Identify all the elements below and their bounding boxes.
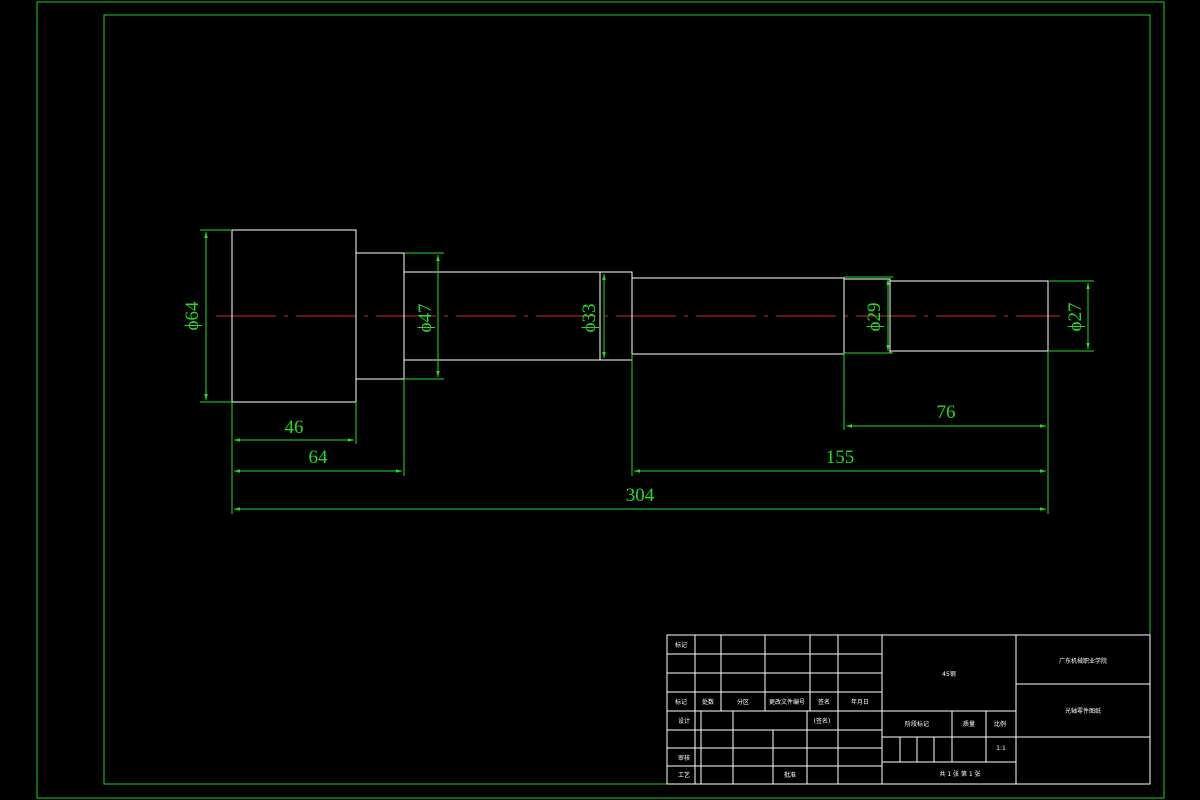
tb-mark-label: 标记 bbox=[675, 698, 687, 706]
dim-text-d33: ϕ33 bbox=[579, 303, 600, 332]
inner-frame bbox=[103, 14, 1151, 785]
dim-text-64: 64 bbox=[309, 447, 329, 468]
tb-zone-label: 分区 bbox=[737, 698, 749, 706]
title-block bbox=[666, 634, 1151, 785]
tb-approve-label: 批准 bbox=[784, 771, 796, 779]
dim-text-d47: ϕ47 bbox=[415, 303, 436, 332]
tb-remark-top: 标记 bbox=[675, 641, 687, 649]
tb-count-label: 处数 bbox=[702, 698, 714, 706]
tb-review-label: 审核 bbox=[678, 754, 690, 762]
tb-weight-label: 质量 bbox=[963, 720, 975, 728]
tb-sign-label: 签名 bbox=[818, 698, 830, 706]
dim-text-76: 76 bbox=[937, 402, 956, 423]
dim-text-46: 46 bbox=[285, 417, 304, 438]
tb-sheets: 共 1 张 第 1 张 bbox=[939, 770, 980, 778]
tb-organization: 广东机械职业学院 bbox=[1059, 657, 1107, 665]
dim-text-d29: ϕ29 bbox=[864, 302, 885, 331]
dim-text-d27: ϕ27 bbox=[1065, 302, 1086, 331]
tb-std-label: (签名) bbox=[814, 717, 831, 725]
outer-frame bbox=[36, 1, 1165, 799]
tb-stage-label: 阶段标记 bbox=[905, 720, 929, 728]
tb-process-label: 工艺 bbox=[678, 771, 690, 779]
tb-scale-label: 比例 bbox=[994, 720, 1006, 728]
tb-change-label: 更改文件编号 bbox=[769, 698, 805, 706]
dim-text-155: 155 bbox=[826, 447, 855, 468]
dim-text-d64: ϕ64 bbox=[182, 301, 203, 331]
tb-scale-value: 1:1 bbox=[996, 745, 1006, 752]
dim-text-304: 304 bbox=[626, 485, 655, 506]
tb-material: 45钢 bbox=[942, 670, 956, 678]
tb-design-label: 设计 bbox=[678, 717, 690, 725]
shaft-section-d27 bbox=[889, 280, 1049, 352]
tb-drawing-name: 光轴零件图纸 bbox=[1065, 707, 1101, 715]
tb-date-label: 年月日 bbox=[851, 698, 869, 706]
shaft-outline bbox=[231, 229, 1049, 403]
